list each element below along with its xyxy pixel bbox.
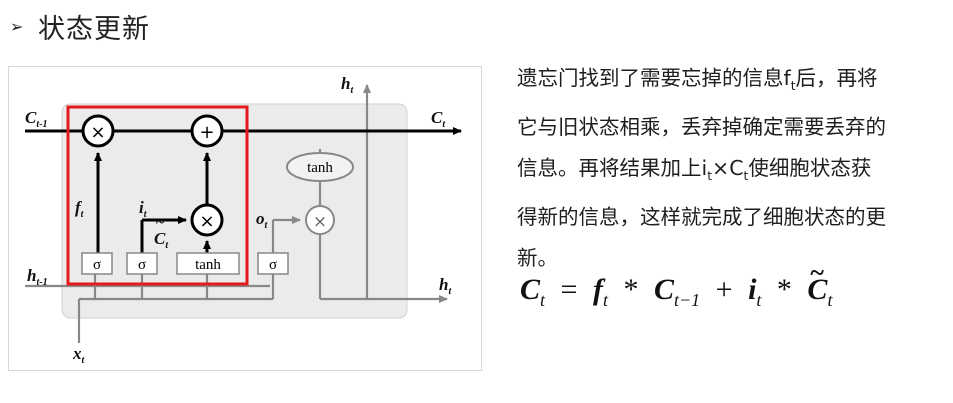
output-gate-sigma: σ xyxy=(257,252,289,275)
bullet-arrow-icon: ➢ xyxy=(10,16,24,36)
label-h-prev: ht-1 xyxy=(27,266,48,288)
label-x: xt xyxy=(72,344,86,366)
lstm-cell-diagram: × + × × tanh σ σ xyxy=(8,66,482,371)
sigma-label: σ xyxy=(93,257,101,273)
black-connection-lines xyxy=(25,127,462,253)
add-symbol: + xyxy=(199,122,214,143)
label-h-right: ht xyxy=(439,275,452,297)
description-line: 信息。再将结果加上it×Ct使细胞状态获 xyxy=(517,156,872,184)
forget-gate-sigma: σ xyxy=(81,252,113,275)
label-i: it xyxy=(139,198,148,220)
description-line: 得新的信息，这样就完成了细胞状态的更 xyxy=(517,205,886,230)
cell-add-op: + xyxy=(190,114,224,148)
multiply-symbol: × xyxy=(90,122,105,143)
input-gate-sigma: σ xyxy=(126,252,158,275)
description-line: 它与旧状态相乘，丢弃掉确定需要丢弃的 xyxy=(517,115,886,140)
description-text: 遗忘门找到了需要忘掉的信息ft后，再将 它与旧状态相乘，丢弃掉确定需要丢弃的 信… xyxy=(517,58,937,279)
output-tanh: tanh xyxy=(286,152,354,182)
lstm-diagram-svg: × + × × tanh σ σ xyxy=(25,74,462,366)
label-c-out: Ct xyxy=(431,108,446,130)
highlight-box xyxy=(66,105,249,286)
multiply-symbol: × xyxy=(199,211,214,232)
forget-multiply-op: × xyxy=(81,114,115,148)
input-multiply-op: × xyxy=(190,203,224,237)
sigma-label: σ xyxy=(269,257,277,273)
description-line: 新。 xyxy=(517,246,558,271)
sigma-label: σ xyxy=(138,257,146,273)
cell-update-formula: Ct = ft * Ct−1 + it * ~Ct xyxy=(520,258,833,310)
multiply-symbol: × xyxy=(313,212,327,232)
tanh-label: tanh xyxy=(195,257,221,273)
label-f: ft xyxy=(75,198,85,220)
label-h-top: ht xyxy=(341,74,354,96)
label-o: ot xyxy=(256,209,269,231)
label-ctilde-mark: ~ xyxy=(156,214,165,231)
label-ctilde: Ct xyxy=(154,229,169,251)
tanh-label: tanh xyxy=(307,160,333,176)
output-multiply-op: × xyxy=(305,205,335,235)
description-line: 遗忘门找到了需要忘掉的信息ft后，再将 xyxy=(517,66,878,94)
section-title: 状态更新 xyxy=(38,13,150,45)
section-heading: ➢ 状态更新 xyxy=(10,8,150,45)
candidate-tanh: tanh xyxy=(176,252,240,275)
label-c-prev: Ct-1 xyxy=(25,108,47,130)
